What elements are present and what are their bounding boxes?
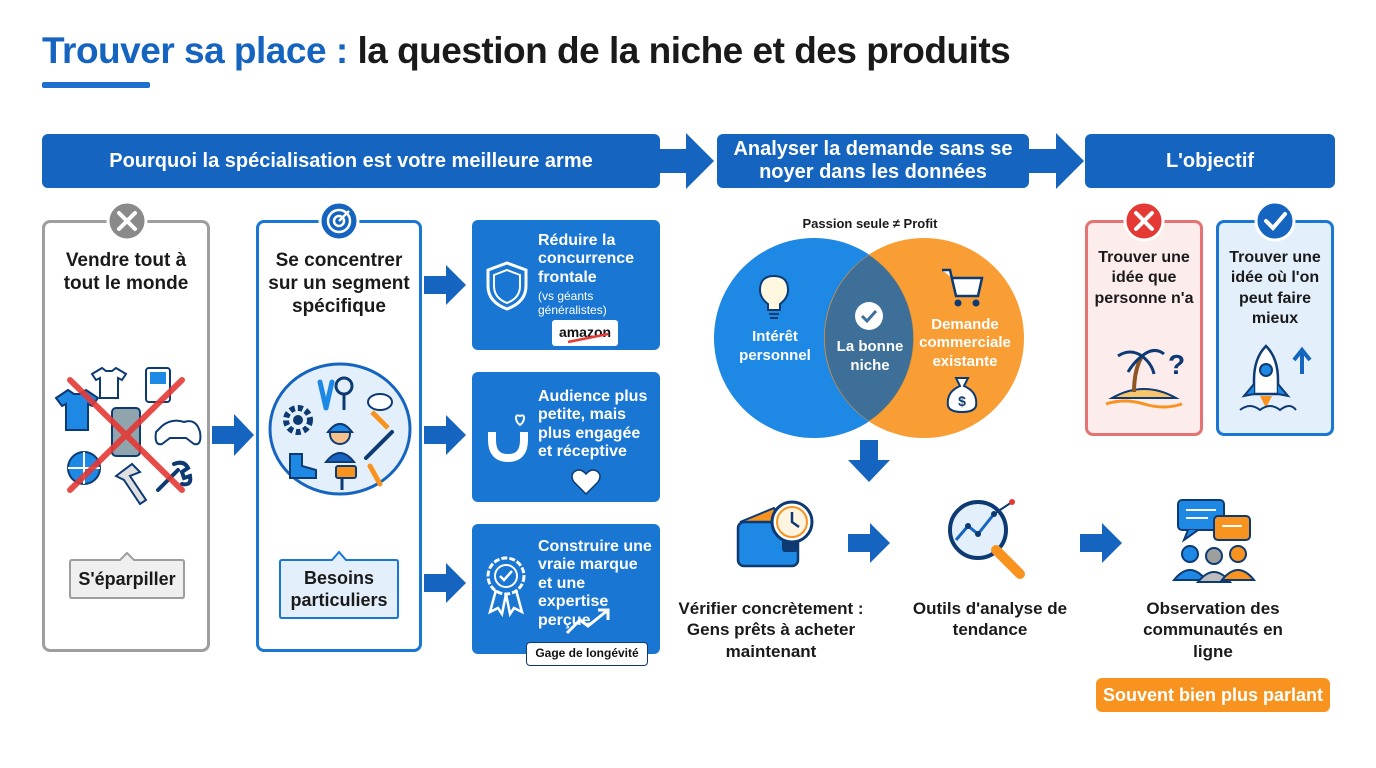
arrow-right-icon [1080, 523, 1122, 563]
objectif-bad-text: Trouver une idée que personne n'a [1094, 249, 1194, 307]
header-demande: Analyser la demande sans se noyer dans l… [717, 134, 1029, 188]
close-icon [106, 200, 148, 242]
island-icon: ? [1105, 349, 1184, 409]
arrow-right-icon [1028, 133, 1084, 189]
badge-parlant: Souvent bien plus parlant [1096, 678, 1330, 712]
label-eparpiller: S'éparpiller [78, 568, 176, 589]
speech-bubble-icon [69, 552, 185, 599]
card-specialise-title: Se concentrer sur un segment spécifique [268, 250, 410, 317]
page-title: Trouver sa place : la question de la nic… [42, 30, 1011, 72]
community-chat-icon [1171, 499, 1257, 583]
checkmark-icon [1254, 200, 1296, 242]
arrow-right-icon [424, 265, 466, 305]
header-objectif: L'objectif [1085, 134, 1335, 188]
benefit-audience-text: Audience plus petite, mais plus engagée … [538, 388, 648, 461]
card-objectif-bad [1085, 220, 1203, 436]
tag-longevite: Gage de longévité [526, 642, 648, 666]
magnet-icon [488, 414, 528, 463]
step-observation: Observation des communautés en ligne [1143, 599, 1283, 661]
lightbulb-icon [758, 274, 790, 319]
arrow-right-icon [848, 523, 890, 563]
svg-text:?: ? [1168, 349, 1184, 380]
benefit-marque: Construire une vraie marque et une exper… [472, 524, 660, 666]
heart-icon [571, 469, 601, 496]
shield-icon [486, 261, 528, 311]
benefit-concurrence-text: Réduire la concurrence frontale [538, 232, 635, 286]
trend-up-icon [565, 608, 610, 635]
target-icon [318, 200, 360, 242]
arrow-down-icon [848, 440, 890, 482]
arrow-right-icon [658, 133, 714, 189]
step-outils: Outils d'analyse de tendance [912, 599, 1068, 640]
benefit-audience: Audience plus petite, mais plus engagée … [472, 372, 660, 502]
strike-icon [567, 332, 609, 344]
header-objectif-label: L'objectif [1165, 149, 1255, 172]
step-verifier: Vérifier concrètement : Gens prêts à ach… [678, 599, 864, 661]
label-besoins: Besoins particuliers [290, 568, 388, 610]
scattered-products-icon [54, 366, 202, 506]
arrow-right-icon [424, 563, 466, 603]
wallet-clock-icon [736, 500, 814, 568]
tools-circle-icon [268, 362, 412, 496]
objectif-good-text: Trouver une idée où l'on peut faire mieu… [1229, 249, 1321, 328]
shopping-cart-icon [942, 268, 984, 307]
venn-center-label: La bonne niche [836, 338, 904, 374]
award-ribbon-icon [486, 556, 526, 618]
benefit-concurrence-sub: (vs géants généralistes) [538, 289, 607, 317]
title-rest: la question de la niche et des produits [357, 30, 1011, 71]
arrow-right-icon [212, 414, 254, 456]
header-specialisation-label: Pourquoi la spécialisation est votre mei… [109, 149, 593, 172]
rocket-icon [1239, 344, 1312, 412]
venn-caption: Passion seule ≠ Profit [802, 216, 938, 231]
trend-analysis-icon [948, 499, 1025, 579]
benefit-concurrence: Réduire la concurrence frontale (vs géan… [472, 220, 660, 350]
header-specialisation: Pourquoi la spécialisation est votre mei… [42, 134, 660, 188]
venn-right-label: Demande commerciale existante [919, 316, 1011, 370]
speech-bubble-icon [279, 550, 399, 619]
venn-left-label: Intérêt personnel [739, 328, 811, 364]
svg-text:$: $ [958, 393, 966, 409]
money-bag-icon: $ [946, 377, 978, 414]
arrow-right-icon [424, 415, 466, 455]
card-generaliste-title: Vendre tout à tout le monde [63, 250, 189, 294]
header-demande-label: Analyser la demande sans se noyer dans l… [733, 138, 1013, 183]
title-underline [42, 82, 150, 88]
title-accent: Trouver sa place : [42, 30, 348, 71]
benefit-marque-text: Construire une vraie marque et une exper… [538, 538, 652, 629]
close-icon [1123, 200, 1165, 242]
